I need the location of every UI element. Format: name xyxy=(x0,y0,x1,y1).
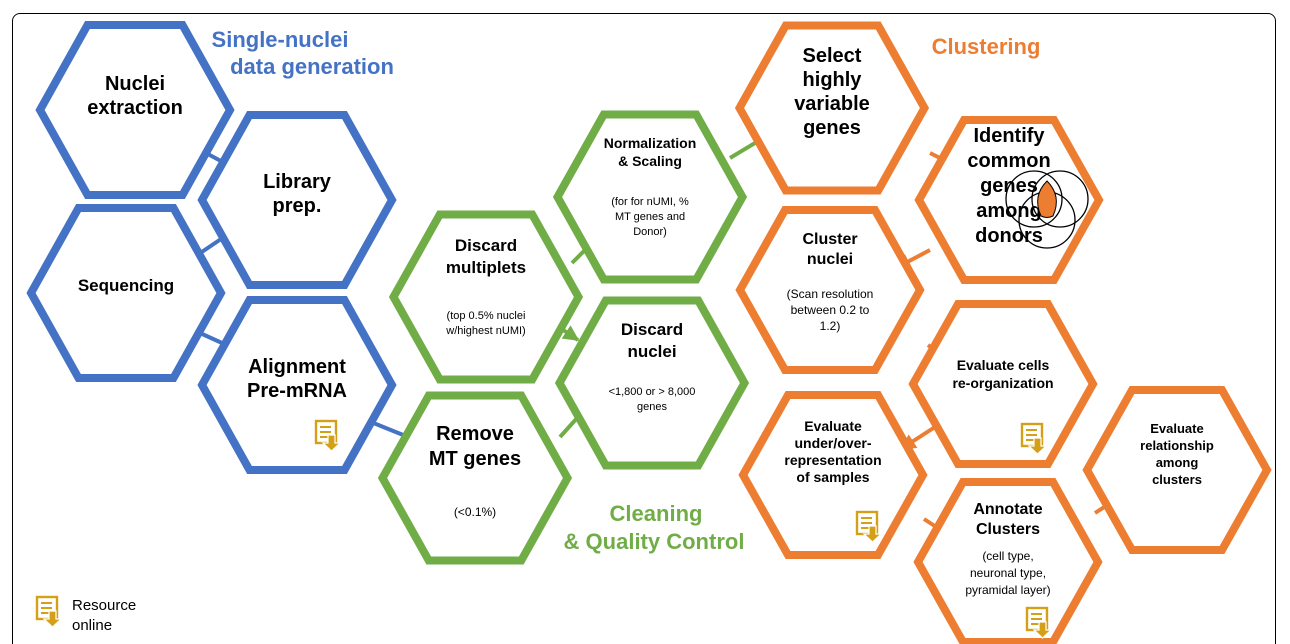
step-title-line: nuclei xyxy=(807,251,853,268)
step-title-line: common xyxy=(967,150,1050,172)
step-title-line: Pre-mRNA xyxy=(247,380,347,402)
hexagon-shape xyxy=(552,110,748,284)
step-detail-line: between 0.2 to xyxy=(791,303,870,317)
step-title-line: Normalization xyxy=(604,135,697,151)
step-title-line: under/over- xyxy=(794,435,871,451)
legend-resource-online-label: online xyxy=(72,617,112,634)
resource-online-icon xyxy=(35,595,63,628)
resource-online-icon xyxy=(1020,422,1048,455)
venn-icon xyxy=(1005,170,1089,249)
step-title-line: extraction xyxy=(87,97,183,119)
step-title-line: multiplets xyxy=(446,258,526,277)
step-title-line: Evaluate cells xyxy=(957,357,1050,373)
hex-discard-nuclei: Discard nuclei <1,800 or > 8,000 genes xyxy=(554,296,750,470)
hexagons-layer: NucleiextractionLibraryprep.SequencingAl… xyxy=(26,21,1272,644)
step-detail-line: <1,800 or > 8,000 xyxy=(609,386,696,398)
hex-sequencing: Sequencing xyxy=(26,204,226,382)
hex-remove-mt: Remove MT genes (<0.1%) xyxy=(377,391,573,565)
figure-frame xyxy=(12,13,1276,644)
hex-cluster-nuclei: Cluster nuclei (Scan resolution between 0.2… xyxy=(735,206,925,374)
section-title-generation: data generation xyxy=(230,54,394,79)
step-title-line: Identify xyxy=(973,125,1045,147)
step-title-line: Nuclei xyxy=(105,73,165,95)
resource-icons-layer: Resource online xyxy=(35,419,1053,639)
section-title-cleaning: Cleaning xyxy=(610,501,703,526)
hexagon-shape xyxy=(913,478,1103,644)
step-title-line: Discard xyxy=(621,320,683,339)
step-detail-line: (<0.1%) xyxy=(454,505,496,519)
step-title-line: Annotate xyxy=(973,501,1042,518)
step-title-line: Cluster xyxy=(802,231,857,248)
step-detail-line: 1.2) xyxy=(820,319,841,333)
section-title-clustering: Clustering xyxy=(932,34,1041,59)
step-title-line: of samples xyxy=(796,469,869,485)
step-detail-line: neuronal type, xyxy=(970,566,1046,580)
hex-evaluate-relationship: Evaluate relationship among clusters xyxy=(1082,386,1272,554)
hexagon-shape xyxy=(735,206,925,374)
step-title-line: highly xyxy=(803,69,863,91)
step-title-line: re-organization xyxy=(952,375,1053,391)
step-detail-line: pyramidal layer) xyxy=(965,583,1050,597)
hex-discard-multiplets: Discard multiplets (top 0.5% nuclei w/highe… xyxy=(388,210,584,384)
step-title-line: Remove xyxy=(436,423,514,445)
step-title-line: nuclei xyxy=(627,342,676,361)
step-title-line: Discard xyxy=(455,236,517,255)
resource-online-icon xyxy=(1025,606,1053,639)
step-detail-line: (Scan resolution xyxy=(787,287,874,301)
step-detail-line: MT genes and xyxy=(615,211,685,223)
step-title-line: Evaluate xyxy=(1150,421,1203,436)
legend-resource-online-label: Resource xyxy=(72,597,136,614)
step-title-line: donors xyxy=(975,225,1043,247)
step-title-line: clusters xyxy=(1152,472,1202,487)
section-title-cleaning: & Quality Control xyxy=(564,529,745,554)
step-title-line: variable xyxy=(794,93,870,115)
hexagon-shape xyxy=(914,116,1104,284)
step-title-line: MT genes xyxy=(429,448,521,470)
step-title-line: Clusters xyxy=(976,521,1040,538)
hexagon-shape xyxy=(26,204,226,382)
hex-normalization: Normalization & Scaling (for for nUMI, % MT… xyxy=(552,110,748,284)
step-title-line: Evaluate xyxy=(804,418,862,434)
resource-online-icon xyxy=(855,510,883,543)
hexagon-shape xyxy=(734,21,930,195)
hexagon-shape xyxy=(377,391,573,565)
hex-evaluate-reorg: Evaluate cells re-organization xyxy=(908,300,1098,468)
step-title-line: genes xyxy=(803,117,861,139)
step-title-line: Sequencing xyxy=(78,276,174,295)
hexagon-shape xyxy=(197,111,397,289)
step-detail-line: w/highest nUMI) xyxy=(445,325,525,337)
step-title-line: representation xyxy=(784,452,881,468)
hexagon-shape xyxy=(554,296,750,470)
step-title-line: Alignment xyxy=(248,356,346,378)
resource-online-icon xyxy=(314,419,342,452)
step-detail-line: Donor) xyxy=(633,226,667,238)
step-title-line: Library xyxy=(263,171,332,193)
step-detail-line: genes xyxy=(637,401,667,413)
hexagon-shape xyxy=(1082,386,1272,554)
step-title-line: Select xyxy=(803,45,862,67)
step-detail-line: (top 0.5% nuclei xyxy=(447,310,526,322)
step-title-line: & Scaling xyxy=(618,153,682,169)
step-title-line: among xyxy=(1156,455,1199,470)
step-detail-line: (for for nUMI, % xyxy=(611,196,689,208)
section-title-generation: Single-nuclei xyxy=(212,27,349,52)
step-title-line: relationship xyxy=(1140,438,1214,453)
hexagon-shape xyxy=(908,300,1098,468)
hexagon-shape xyxy=(35,21,235,199)
hexagon-shape xyxy=(197,296,397,474)
step-title-line: prep. xyxy=(273,195,322,217)
hexagon-shape xyxy=(388,210,584,384)
step-detail-line: (cell type, xyxy=(982,549,1033,563)
